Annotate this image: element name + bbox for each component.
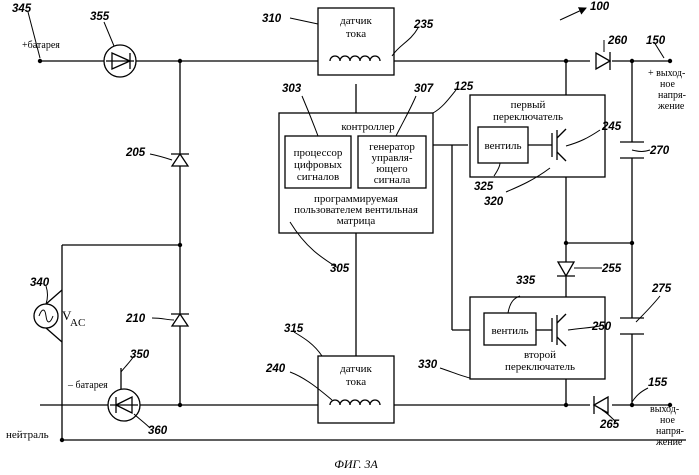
ref-305: 305: [330, 263, 350, 275]
ref-260: 260: [607, 35, 628, 47]
switch2-line2: переключатель: [505, 361, 575, 373]
ref-265: 265: [599, 419, 620, 431]
gate1-label: вентиль: [484, 140, 521, 152]
ref-210: 210: [125, 313, 146, 325]
ref-150: 150: [646, 35, 666, 47]
ref-325: 325: [474, 181, 494, 193]
sensor-top-line1: датчик: [340, 15, 372, 27]
out-plus-line3: напря-: [658, 90, 686, 101]
ref-360: 360: [148, 425, 168, 437]
diode-260-icon: [596, 52, 610, 70]
sensor-bottom-line2: тока: [346, 376, 366, 388]
dsp-line3: сигналов: [297, 171, 339, 183]
switch1-line1: первый: [511, 99, 546, 111]
diode-360-icon: [108, 389, 140, 421]
dsp-line1: процессор: [294, 147, 343, 159]
sensor-bottom-line1: датчик: [340, 363, 372, 375]
capacitor-275-icon: [620, 318, 644, 334]
ref-250: 250: [591, 321, 612, 333]
switch2-line1: второй: [524, 349, 556, 361]
ref-335: 335: [516, 275, 536, 287]
out-plus-line2: ное: [660, 79, 675, 90]
out-minus-line4: жение: [655, 437, 683, 448]
ref-270: 270: [649, 145, 670, 157]
ref-340: 340: [30, 277, 50, 289]
ref-240: 240: [265, 363, 286, 375]
battery-plus-label: +батарея: [22, 40, 60, 51]
ref-255: 255: [601, 263, 622, 275]
gen-line4: сигнала: [374, 174, 411, 186]
diode-255-icon: [557, 262, 575, 276]
diode-265-icon: [594, 396, 608, 414]
out-plus-line1: + выход-: [648, 68, 685, 79]
dsp-line2: цифровых: [294, 159, 342, 171]
controller-label: контроллер: [341, 121, 395, 133]
ref-315: 315: [284, 323, 304, 335]
neutral-label: нейтраль: [6, 429, 49, 441]
ref-275: 275: [651, 283, 672, 295]
ref-245: 245: [601, 121, 622, 133]
ref-100: 100: [590, 1, 610, 13]
figure-caption: ФИГ. 3А: [334, 457, 378, 471]
ref-303: 303: [282, 83, 302, 95]
gate2-label: вентиль: [491, 325, 528, 337]
ref-205: 205: [125, 147, 146, 159]
out-minus-line2: ное: [660, 415, 675, 426]
vac-sub-label: AC: [70, 317, 85, 329]
fpga-line3: матрица: [337, 215, 376, 227]
sensor-top-line2: тока: [346, 28, 366, 40]
ref-125: 125: [454, 81, 474, 93]
ref-307: 307: [414, 83, 434, 95]
arrow-100: [560, 8, 586, 20]
out-minus-line1: выход-: [650, 404, 679, 415]
ref-235: 235: [413, 19, 434, 31]
out-plus-line4: жение: [657, 101, 685, 112]
out-minus-line3: напря-: [656, 426, 684, 437]
ac-source-icon: [34, 290, 62, 342]
ref-310: 310: [262, 13, 282, 25]
ref-345: 345: [12, 3, 32, 15]
ref-155: 155: [648, 377, 668, 389]
battery-minus-label: – батарея: [67, 380, 108, 391]
ref-330: 330: [418, 359, 438, 371]
ref-355: 355: [90, 11, 110, 23]
ref-350: 350: [130, 349, 150, 361]
switch1-line2: переключатель: [493, 111, 563, 123]
diode-205-icon: [171, 154, 189, 166]
diode-355-icon: [104, 45, 136, 77]
ref-320: 320: [484, 196, 504, 208]
